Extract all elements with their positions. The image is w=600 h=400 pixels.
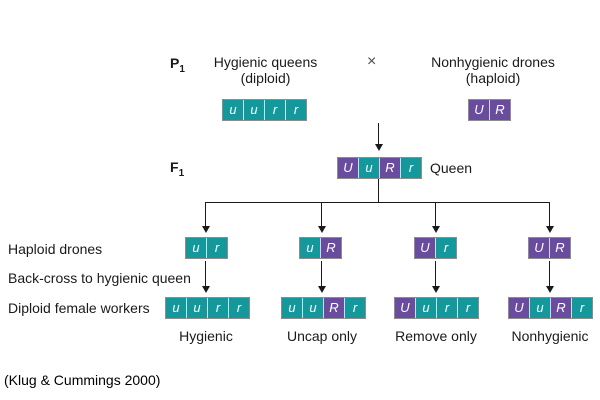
allele-cell: R	[550, 298, 571, 318]
f1-genotype-box: U u R r	[337, 157, 422, 179]
branch-stub-line	[378, 179, 379, 203]
arrow-down-icon	[431, 203, 440, 233]
p1-drone-title-block: Nonhygienic drones (haploid)	[413, 54, 573, 86]
allele-cell: R	[320, 238, 341, 258]
allele-cell: u	[358, 158, 379, 178]
allele-cell: u	[186, 238, 206, 258]
allele-cell: u	[243, 100, 264, 120]
allele-cell: U	[469, 100, 489, 120]
p1-generation-label: P1	[170, 55, 185, 75]
arrow-down-icon	[317, 203, 326, 233]
phenotype-label-uncap-only: Uncap only	[286, 328, 358, 344]
diploid-workers-label: Diploid female workers	[8, 300, 150, 316]
phenotype-label-hygienic: Hygienic	[179, 328, 233, 344]
phenotype-label-nonhygienic: Nonhygienic	[511, 328, 589, 344]
p1-drone-title: Nonhygienic drones	[431, 54, 555, 70]
p1-drone-subtitle: (haploid)	[465, 70, 521, 86]
drone-genotype-box-3: U r	[414, 237, 457, 259]
allele-cell: r	[571, 298, 592, 318]
allele-cell: r	[206, 238, 227, 258]
worker-genotype-box-4: U u R r	[508, 297, 593, 319]
allele-cell: u	[223, 100, 243, 120]
drone-genotype-box-1: u r	[185, 237, 228, 259]
allele-cell: R	[549, 238, 570, 258]
p1-generation-subscript: 1	[179, 63, 185, 75]
f1-generation-label: F1	[170, 159, 185, 179]
f1-queen-caption: Queen	[430, 160, 473, 176]
backcross-label: Back-cross to hygienic queen	[8, 270, 191, 286]
arrow-down-icon	[545, 261, 554, 293]
allele-cell: u	[166, 298, 186, 318]
allele-cell: r	[436, 298, 457, 318]
arrow-down-icon	[431, 261, 440, 293]
allele-cell: r	[264, 100, 285, 120]
haploid-drones-label: Haploid drones	[8, 241, 103, 257]
allele-cell: u	[282, 298, 302, 318]
allele-cell: U	[395, 298, 415, 318]
p1-queen-title: Hygienic queens	[213, 54, 318, 70]
allele-cell: R	[323, 298, 344, 318]
arrow-down-icon	[201, 261, 210, 293]
worker-genotype-box-3: U u r r	[394, 297, 479, 319]
allele-cell: u	[529, 298, 550, 318]
allele-cell: R	[489, 100, 510, 120]
allele-cell: U	[338, 158, 358, 178]
citation: (Klug & Cummings 2000)	[4, 372, 161, 388]
arrow-down-icon	[317, 261, 326, 293]
allele-cell: r	[228, 298, 249, 318]
worker-genotype-box-2: u u R r	[281, 297, 366, 319]
allele-cell: u	[302, 298, 323, 318]
allele-cell: u	[300, 238, 320, 258]
allele-cell: U	[529, 238, 549, 258]
allele-cell: U	[509, 298, 529, 318]
allele-cell: r	[285, 100, 306, 120]
allele-cell: r	[207, 298, 228, 318]
arrow-down-icon	[201, 203, 210, 233]
allele-cell: r	[457, 298, 478, 318]
allele-cell: U	[415, 238, 435, 258]
arrow-down-icon	[545, 203, 554, 233]
drone-genotype-box-2: u R	[299, 237, 342, 259]
p1-queen-genotype-box: u u r r	[222, 99, 307, 121]
branch-horizontal-line	[205, 202, 550, 203]
p1-queen-title-block: Hygienic queens (diploid)	[193, 54, 338, 86]
allele-cell: r	[400, 158, 421, 178]
allele-cell: R	[379, 158, 400, 178]
worker-genotype-box-1: u u r r	[165, 297, 250, 319]
p1-queen-subtitle: (diploid)	[240, 70, 291, 86]
phenotype-label-remove-only: Remove only	[395, 328, 477, 344]
drone-genotype-box-4: U R	[528, 237, 571, 259]
allele-cell: u	[186, 298, 207, 318]
allele-cell: u	[415, 298, 436, 318]
cross-symbol: ×	[367, 53, 377, 70]
arrow-down-icon	[374, 123, 383, 151]
f1-generation-subscript: 1	[178, 167, 185, 179]
allele-cell: r	[435, 238, 456, 258]
allele-cell: r	[344, 298, 365, 318]
p1-drone-genotype-box: U R	[468, 99, 511, 121]
